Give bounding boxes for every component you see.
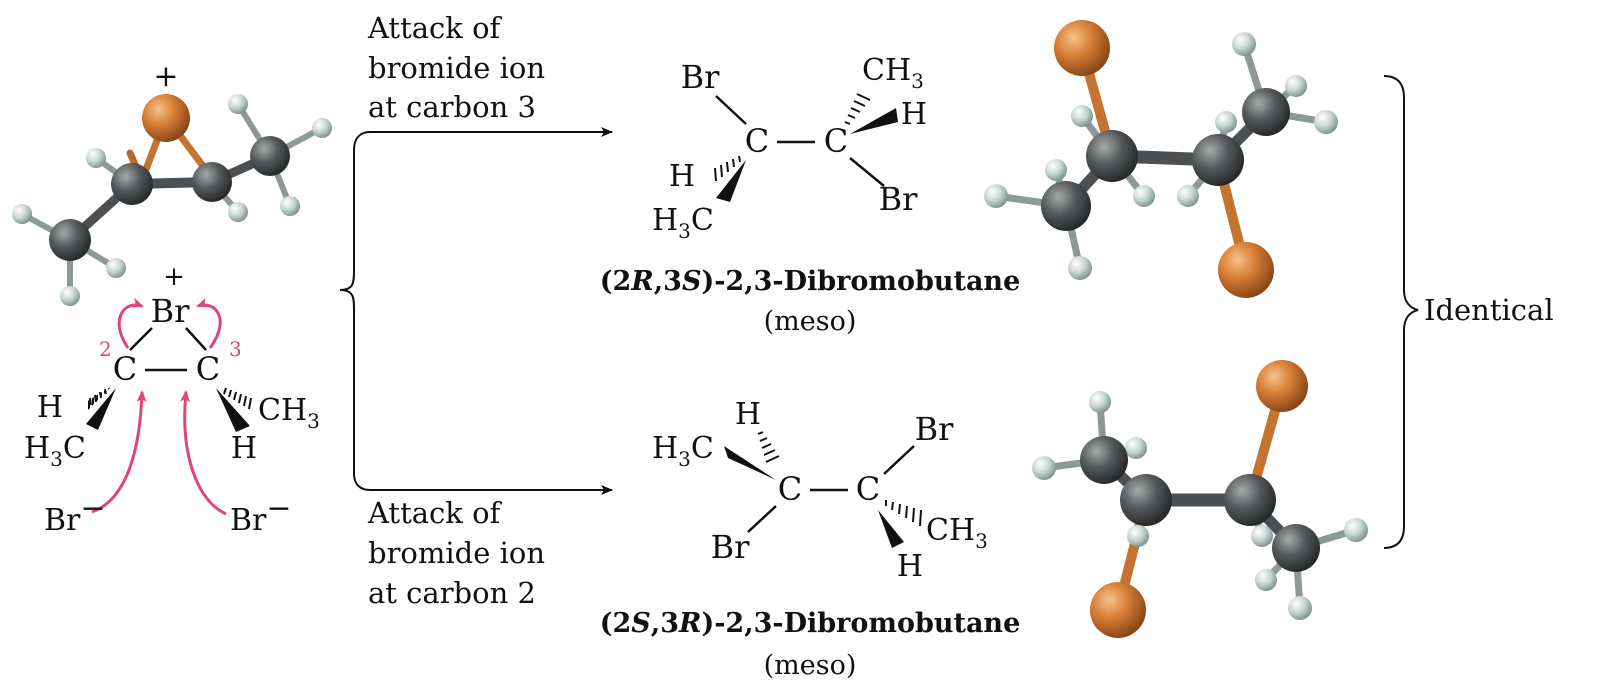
hydrogen-atom [1068,256,1092,280]
hydrogen-atom [1177,185,1199,207]
carbon-atom [1224,474,1276,526]
carbon-number-2: 2 [99,337,112,361]
top-product-name: (2R,3S)-2,3-Dibromobutane [600,266,1021,297]
carbon-number-3: 3 [229,337,242,361]
carbon-atom [250,136,290,176]
hydrogen-atom [1251,525,1273,547]
carbon-atom [1041,181,1091,231]
top-ch3: CH3 [862,53,924,93]
bottom-c2: C [778,470,802,508]
bromonium-br: Br [151,292,191,330]
carbon-atom [49,219,91,261]
nucleophile-right: Br− [230,491,292,538]
hydrogen-atom [1255,569,1277,591]
right-ch3: CH3 [258,393,320,433]
carbon-atom [1086,130,1138,182]
right-h: H [231,431,257,466]
top-br-1: Br [681,58,721,96]
bromonium-charge: + [163,262,185,292]
left-h3c: H3C [24,431,86,471]
bromine-atom [142,94,190,142]
hydrogen-atom [1125,437,1147,459]
carbon-atom [1192,134,1244,186]
hydrogen-atom [86,148,106,168]
bottom-br-2: Br [915,410,955,448]
bottom-ch3: CH3 [926,513,988,553]
nucleophile-left: Br− [44,491,106,538]
bromonium-formula: + Br C C 2 3 H H3C CH3 [24,262,320,538]
hydrogen-atom [228,202,248,222]
hydrogen-atom [1071,105,1093,127]
identical-label: Identical [1424,293,1554,327]
top-h-left: H [669,159,695,194]
bottom-h3c: H3C [652,431,714,471]
top-product-formula: Br C C H H3C CH3 H Br (2R,3S)-2,3-Dibr [600,53,1021,337]
bromine-atom [1218,242,1274,298]
hydrogen-atom [1344,518,1368,542]
carbon-atom [1272,524,1320,572]
hydrogen-atom [228,94,248,114]
hydrogen-atom [1045,159,1067,181]
hydrogen-atom [1285,75,1307,97]
bromonium-ball-model: + [12,59,332,306]
attack-c2-line1: Attack of [367,496,503,530]
top-br-2: Br [879,180,919,218]
hydrogen-atom [1288,596,1312,620]
top-h3c: H3C [652,203,714,243]
hydrogen-atom [12,204,32,224]
top-product-meso: (meso) [764,306,857,337]
carbon-atom [111,163,153,205]
carbon-atom [1120,474,1172,526]
hydrogen-atom [1215,111,1237,133]
attack-c2-line2: bromide ion [368,536,545,570]
bottom-product-meso: (meso) [764,650,857,681]
carbon-2: C [113,350,137,388]
identical-brace: Identical [1383,75,1554,549]
top-h-right: H [901,97,927,132]
reaction-branches: Attack of bromide ion at carbon 3 Attack… [339,11,613,610]
top-product-ball-model [984,20,1338,298]
hydrogen-atom [1032,456,1056,480]
bromine-atom [1090,582,1146,638]
attack-c2-line3: at carbon 2 [368,576,536,610]
attack-c3-line3: at carbon 3 [368,90,536,124]
bottom-h-right: H [897,549,923,584]
top-c3: C [824,122,848,160]
bottom-product-formula: H H3C C C Br Br CH3 H (2S,3R)-2,3-Dibrom… [600,397,1021,681]
left-h: H [37,390,63,425]
model-charge: + [153,59,178,94]
hydrogen-atom [1232,32,1256,56]
hydrogen-atom [1089,391,1111,413]
attack-c3-line1: Attack of [367,11,503,45]
bromine-atom [1054,20,1110,76]
top-c2: C [745,122,769,160]
bottom-product-name: (2S,3R)-2,3-Dibromobutane [600,608,1021,639]
hydrogen-atom [312,118,332,138]
hydrogen-atom [1314,110,1338,134]
hydrogen-atom [106,258,126,278]
hydrogen-atom [1127,525,1149,547]
bottom-c3: C [856,470,880,508]
bottom-h-left: H [735,397,761,432]
carbon-atom [1080,436,1128,484]
carbon-atom [1242,88,1290,136]
bottom-product-ball-model [1032,360,1368,638]
bottom-br-1: Br [711,528,751,566]
carbon-3: C [196,350,220,388]
hydrogen-atom [60,286,80,306]
bromine-atom [1256,360,1308,412]
hydrogen-atom [1133,185,1155,207]
attack-c3-line2: bromide ion [368,51,545,85]
hydrogen-atom [984,184,1008,208]
carbon-atom [192,162,232,202]
hydrogen-atom [280,196,300,216]
